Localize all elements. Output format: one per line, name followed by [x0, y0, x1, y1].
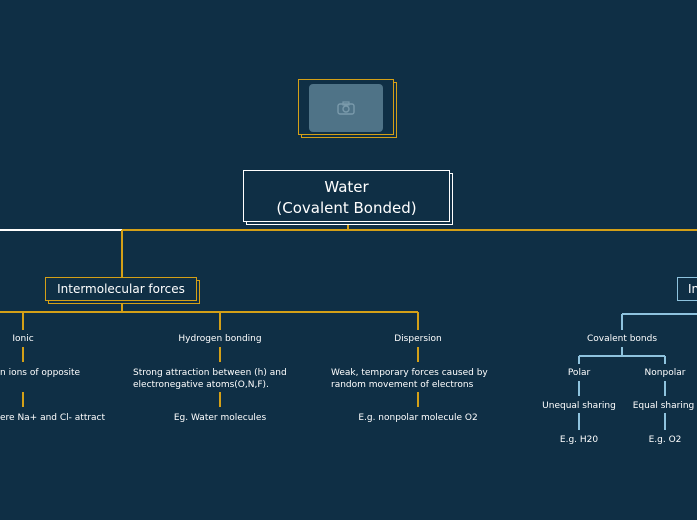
root-title: Water	[324, 178, 369, 196]
image-placeholder	[309, 84, 383, 132]
ionic-label[interactable]: Ionic	[12, 334, 34, 344]
dispersion-desc-line2: random movement of electrons	[331, 380, 474, 390]
intermolecular-node[interactable]: Intermolecular forces	[45, 277, 197, 301]
hydrogen-bonding-desc-line1[interactable]: Strong attraction between (h) and	[133, 368, 287, 378]
intramolecular-node[interactable]: In	[677, 277, 697, 301]
nonpolar-example[interactable]: E.g. O2	[648, 435, 682, 445]
hydrogen-bonding-label[interactable]: Hydrogen bonding	[178, 334, 262, 344]
image-node[interactable]	[298, 79, 394, 135]
camera-icon	[337, 101, 355, 115]
ionic-example[interactable]: ere Na+ and Cl- attract	[0, 413, 106, 423]
hydrogen-bonding-example[interactable]: Eg. Water molecules	[173, 413, 267, 423]
root-subtitle: (Covalent Bonded)	[276, 199, 417, 217]
dispersion-desc-line1[interactable]: Weak, temporary forces caused by	[331, 368, 488, 378]
ionic-desc[interactable]: n ions of opposite	[0, 368, 81, 378]
nonpolar-desc[interactable]: Equal sharing	[632, 401, 695, 411]
dispersion-label[interactable]: Dispersion	[394, 334, 442, 344]
polar-label[interactable]: Polar	[567, 368, 591, 378]
covalent-bonds-label[interactable]: Covalent bonds	[586, 334, 658, 344]
hydrogen-bonding-desc-line2: electronegative atoms(O,N,F).	[133, 380, 269, 390]
dispersion-example[interactable]: E.g. nonpolar molecule O2	[358, 413, 478, 423]
root-node[interactable]: Water (Covalent Bonded)	[243, 170, 450, 222]
nonpolar-label[interactable]: Nonpolar	[644, 368, 686, 378]
polar-example[interactable]: E.g. H20	[559, 435, 599, 445]
polar-desc[interactable]: Unequal sharing	[542, 401, 616, 411]
